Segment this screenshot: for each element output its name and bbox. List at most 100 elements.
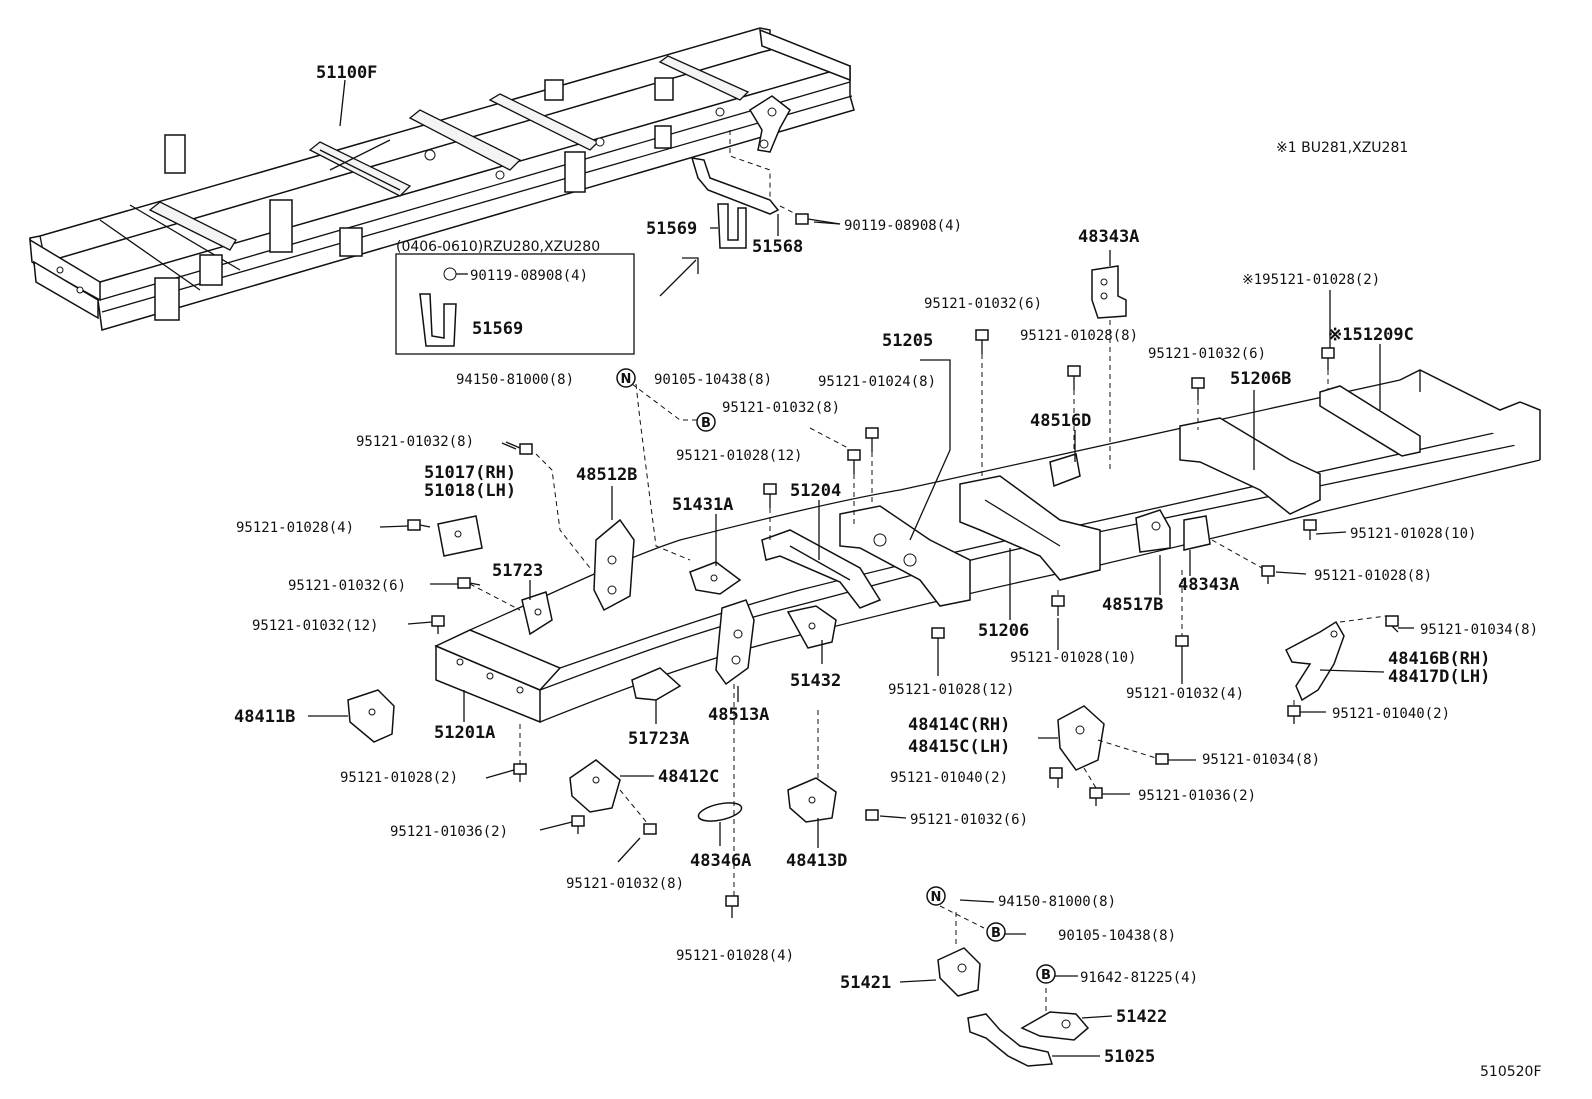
bolt-label-95121-01028-8[interactable]: 95121-01028(8) <box>1314 568 1432 584</box>
bracket-48411B <box>347 689 395 743</box>
part-label-51432[interactable]: 51432 <box>790 671 841 691</box>
bolt-label-95121-01028-2-star[interactable]: ※195121-01028(2) <box>1242 272 1380 288</box>
part-label-51209C[interactable]: ※151209C <box>1328 325 1414 345</box>
part-label-51206B[interactable]: 51206B <box>1230 369 1291 389</box>
part-label-48513A[interactable]: 48513A <box>708 705 769 725</box>
bolt-label-95121-01032-6[interactable]: 95121-01032(6) <box>1148 346 1266 362</box>
bolt-label-91642-81225[interactable]: 91642-81225(4) <box>1080 970 1198 986</box>
bolt-label-95121-01032-4[interactable]: 95121-01032(4) <box>1126 686 1244 702</box>
inset-box <box>395 253 635 355</box>
bolt-label-95121-01032-6[interactable]: 95121-01032(6) <box>288 578 406 594</box>
bolt-label-95121-01032-12[interactable]: 95121-01032(12) <box>252 618 378 634</box>
bolt-label-94150-81000[interactable]: 94150-81000(8) <box>998 894 1116 910</box>
bolt-label-95121-01028-4[interactable]: 95121-01028(4) <box>236 520 354 536</box>
crossmember-51204 <box>761 529 882 609</box>
part-label-51100F[interactable]: 51100F <box>316 63 377 83</box>
bolt-label-94150-81000[interactable]: 94150-81000(8) <box>456 372 574 388</box>
bracket-51422 <box>1020 1011 1090 1041</box>
part-label-48343A[interactable]: 48343A <box>1178 575 1239 595</box>
part-label-51206[interactable]: 51206 <box>978 621 1029 641</box>
dashed-guides <box>469 354 1387 1014</box>
part-label-51201A[interactable]: 51201A <box>434 723 495 743</box>
part-label-51723[interactable]: 51723 <box>492 561 543 581</box>
b-symbol: B <box>1041 968 1051 983</box>
part-label-48414C[interactable]: 48414C(RH) <box>908 715 1010 735</box>
bracket-51017 <box>437 515 483 557</box>
bracket-48412C <box>569 759 621 813</box>
bolt-label-95121-01028-4[interactable]: 95121-01028(4) <box>676 948 794 964</box>
part-label-51421[interactable]: 51421 <box>840 973 891 993</box>
part-label-51569[interactable]: 51569 <box>646 219 697 239</box>
part-label-51568[interactable]: 51568 <box>752 237 803 257</box>
bracket-48517B <box>1135 509 1171 553</box>
bolt-label-95121-01034-8[interactable]: 95121-01034(8) <box>1420 622 1538 638</box>
part-label-48417D[interactable]: 48417D(LH) <box>1388 667 1490 687</box>
leader-lines <box>308 79 1414 1057</box>
part-label-48516D[interactable]: 48516D <box>1030 411 1091 431</box>
part-label-51025[interactable]: 51025 <box>1104 1047 1155 1067</box>
bolt-label-95121-01032-8[interactable]: 95121-01032(8) <box>566 876 684 892</box>
bracket-51421 <box>937 947 981 997</box>
crossmember-51205 <box>839 505 971 607</box>
bolt-label-90119[interactable]: 90119-08908(4) <box>844 218 962 234</box>
bolt-label-95121-01040-2[interactable]: 95121-01040(2) <box>1332 706 1450 722</box>
part-label-51204[interactable]: 51204 <box>790 481 841 501</box>
n-symbol: N <box>621 372 632 387</box>
part-label-51422[interactable]: 51422 <box>1116 1007 1167 1027</box>
clamp-51569 <box>717 203 747 249</box>
part-label-48412C[interactable]: 48412C <box>658 767 719 787</box>
bolt-label-90105-10438[interactable]: 90105-10438(8) <box>654 372 772 388</box>
crossmember-51209C <box>1319 385 1421 457</box>
bracket-51432 <box>786 605 837 649</box>
bracket-48414C <box>1057 705 1105 771</box>
part-label-48415C[interactable]: 48415C(LH) <box>908 737 1010 757</box>
bracket-48343A-mid <box>1183 515 1211 551</box>
part-label-48343A[interactable]: 48343A <box>1078 227 1139 247</box>
bolt-label-95121-01024[interactable]: 95121-01024(8) <box>818 374 936 390</box>
bolt-label-95121-01034-8[interactable]: 95121-01034(8) <box>1202 752 1320 768</box>
bolt-label-95121-01036-2[interactable]: 95121-01036(2) <box>390 824 508 840</box>
bolt-90119-top <box>795 213 841 225</box>
bracket-48343A-top <box>1091 265 1127 319</box>
part-label-51431A[interactable]: 51431A <box>672 495 733 515</box>
bolt-label-95121-01032-6[interactable]: 95121-01032(6) <box>910 812 1028 828</box>
bolt-heads <box>407 329 1399 918</box>
stay-51025 <box>967 1013 1054 1067</box>
bolt-label-95121-01028-10[interactable]: 95121-01028(10) <box>1350 526 1476 542</box>
part-label-48517B[interactable]: 48517B <box>1102 595 1163 615</box>
bracket-48513A <box>715 599 755 686</box>
inset-title: (0406-0610)RZU280,XZU280 <box>396 239 600 255</box>
part-label-51018[interactable]: 51018(LH) <box>424 481 516 501</box>
crossmember-51206B <box>1179 417 1321 515</box>
bolt-label-90105-10438[interactable]: 90105-10438(8) <box>1058 928 1176 944</box>
bracket-48512B <box>593 518 635 612</box>
bolt-label-95121-01032-6[interactable]: 95121-01032(6) <box>924 296 1042 312</box>
part-label-48512B[interactable]: 48512B <box>576 465 637 485</box>
bracket-51431A <box>689 561 742 595</box>
bolt-label-95121-01032-8[interactable]: 95121-01032(8) <box>722 400 840 416</box>
model-note: ※1 BU281,XZU281 <box>1276 140 1408 156</box>
plate-48346A <box>697 802 743 822</box>
crossmember-51206 <box>959 475 1101 581</box>
bolt-label-95121-01028-12[interactable]: 95121-01028(12) <box>888 682 1014 698</box>
bolt-label-95121-01028-12[interactable]: 95121-01028(12) <box>676 448 802 464</box>
part-label-48411B[interactable]: 48411B <box>234 707 295 727</box>
bolt-label-95121-01032-8[interactable]: 95121-01032(8) <box>356 434 474 450</box>
part-label-51205[interactable]: 51205 <box>882 331 933 351</box>
n-symbol: N <box>931 890 942 905</box>
bolt-label-95121-01028-8[interactable]: 95121-01028(8) <box>1020 328 1138 344</box>
b-symbol: B <box>701 416 711 431</box>
part-label-51017[interactable]: 51017(RH) <box>424 463 516 483</box>
part-label-51723A[interactable]: 51723A <box>628 729 689 749</box>
bolt-label-95121-01028-2[interactable]: 95121-01028(2) <box>340 770 458 786</box>
bolt-label-90119-inset[interactable]: 90119-08908(4) <box>470 268 588 284</box>
bolt-label-95121-01036-2[interactable]: 95121-01036(2) <box>1138 788 1256 804</box>
part-label-48413D[interactable]: 48413D <box>786 851 847 871</box>
part-label-48346A[interactable]: 48346A <box>690 851 751 871</box>
bolt-label-95121-01040-2[interactable]: 95121-01040(2) <box>890 770 1008 786</box>
symbol-markers <box>616 368 1056 984</box>
part-label-48416B[interactable]: 48416B(RH) <box>1388 649 1490 669</box>
bolt-label-95121-01028-10[interactable]: 95121-01028(10) <box>1010 650 1136 666</box>
part-label-51569-inset[interactable]: 51569 <box>472 319 523 339</box>
